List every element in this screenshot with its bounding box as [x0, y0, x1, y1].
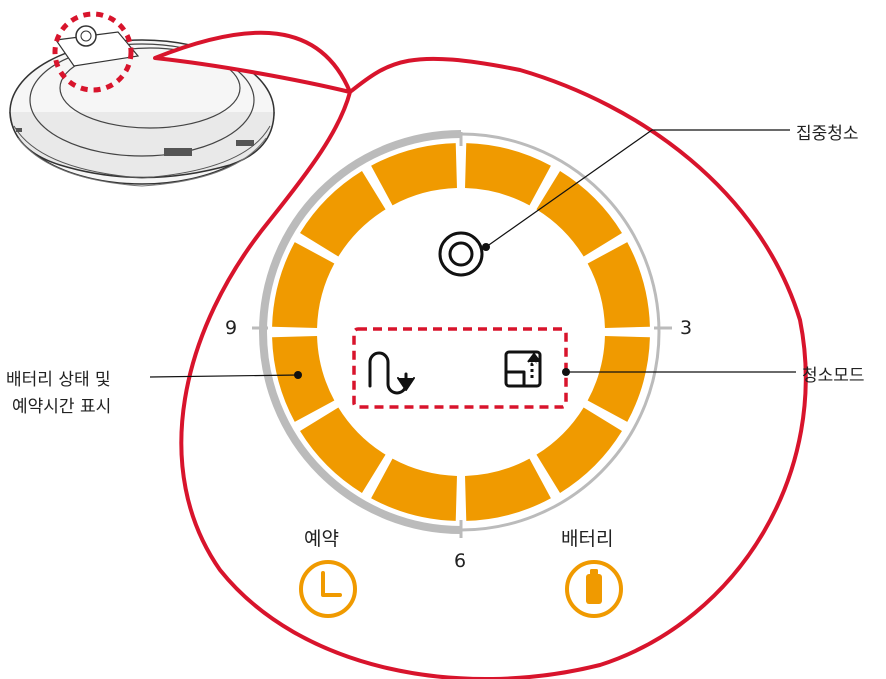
reserve-button-label: 예약 — [304, 528, 339, 550]
ring-segment — [300, 171, 386, 257]
ring-segment — [465, 458, 551, 521]
dial-ring — [252, 130, 672, 538]
battery-time-segments — [272, 143, 650, 521]
battery-button-label: 배터리 — [561, 528, 614, 550]
battery-reserve-label-line2: 예약시간 표시 — [12, 397, 112, 417]
ring-segment — [536, 171, 622, 257]
ring-segment — [300, 407, 386, 493]
ring-segment — [587, 242, 650, 328]
dial-number-9: 9 — [225, 317, 238, 339]
dial-number-3: 3 — [680, 317, 693, 339]
zigzag-arrow-icon[interactable] — [368, 351, 415, 395]
ring-segment — [371, 458, 457, 521]
clean-mode-label: 청소모드 — [802, 366, 865, 386]
highlight-circle — [52, 11, 134, 93]
ring-segment — [272, 242, 335, 328]
clock-icon[interactable] — [299, 560, 357, 618]
ring-segment — [587, 336, 650, 422]
ring-segment — [465, 143, 551, 206]
battery-icon[interactable] — [565, 560, 623, 618]
ring-segment — [272, 336, 335, 422]
ring-segment — [371, 143, 457, 206]
dial-center — [319, 190, 603, 474]
cell-by-cell-icon[interactable] — [504, 350, 542, 388]
focus-clean-label: 집중청소 — [796, 124, 859, 144]
dial-number-6: 6 — [454, 550, 467, 572]
robot-vacuum-illustration — [9, 25, 275, 187]
ring-segment — [536, 407, 622, 493]
leader-lines — [149, 129, 796, 378]
battery-reserve-label-line1: 배터리 상태 및 — [6, 370, 111, 390]
